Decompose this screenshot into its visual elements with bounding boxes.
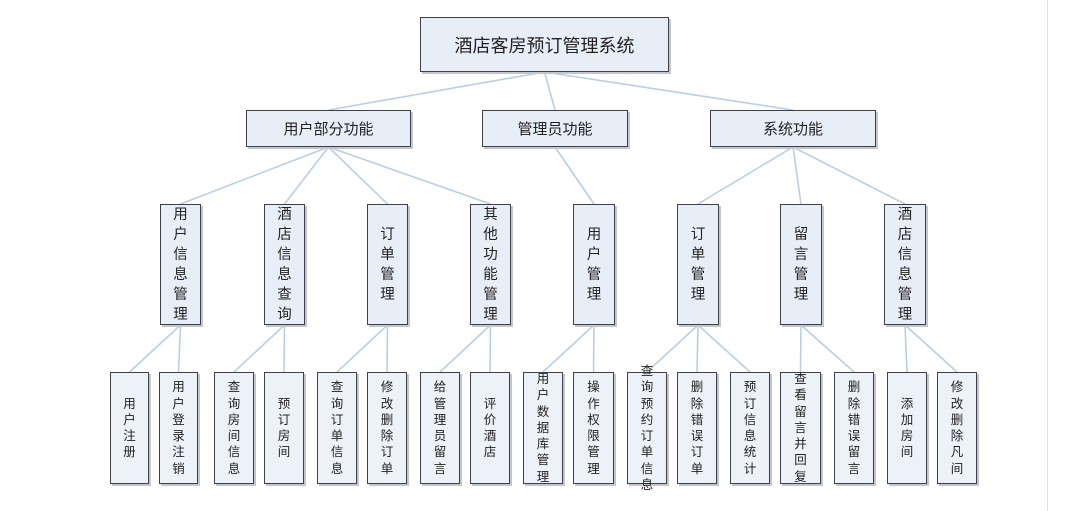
leaf-node-label: 查询预约订单信息 (640, 363, 654, 492)
leaf-node-label: 删除错误留言 (847, 379, 861, 476)
function-node-label: 酒店信息查询 (277, 206, 292, 323)
leaf-node-label: 预订信息统计 (743, 379, 757, 476)
function-node-label: 酒店信息管理 (897, 206, 913, 323)
connector-l2 (177, 324, 182, 373)
leaf-node-l13: 预订信息统计 (730, 372, 770, 484)
connector-l6 (386, 324, 389, 373)
connector-l1 (128, 324, 182, 373)
leaf-node-l7: 给管理员留言 (420, 372, 460, 484)
leaf-node-label: 查询房间信息 (227, 379, 241, 476)
connector-admin (543, 71, 556, 111)
function-node-label: 用户信息管理 (173, 206, 188, 323)
leaf-node-label: 预订房间 (277, 395, 291, 460)
leaf-node-l8: 评价酒店 (470, 372, 510, 484)
connector-l5 (336, 324, 389, 373)
connector-l13 (697, 324, 751, 373)
connector-l14 (799, 324, 802, 373)
function-node-u3: 订单管理 (367, 204, 408, 325)
module-node-label: 用户部分功能 (283, 120, 374, 138)
connector-s2 (792, 146, 802, 205)
leaf-node-l6: 修改删除订单 (367, 372, 407, 484)
connector-l4 (283, 324, 286, 373)
leaf-node-l10: 操作权限管理 (573, 372, 614, 484)
leaf-node-label: 给管理员留言 (433, 379, 447, 476)
connector-u3 (327, 146, 389, 205)
connector-l8 (489, 324, 492, 373)
connector-system (544, 71, 794, 111)
function-node-u1: 用户信息管理 (160, 204, 201, 325)
module-node-label: 系统功能 (762, 120, 823, 138)
module-node-admin: 管理员功能 (482, 110, 628, 147)
leaf-node-label: 修改删除订单 (380, 379, 394, 476)
root-node-label: 酒店客房预订管理系统 (454, 35, 635, 57)
leaf-node-label: 操作权限管理 (587, 379, 600, 476)
leaf-node-label: 添加房间 (900, 395, 914, 460)
module-node-system: 系统功能 (710, 110, 876, 147)
connector-u2 (283, 146, 330, 205)
connector-user (328, 71, 545, 111)
leaf-node-l17: 修改删除凡间 (937, 372, 977, 484)
leaf-node-l2: 用户登录注销 (159, 372, 198, 484)
leaf-node-label: 用户登录注销 (172, 379, 185, 476)
connector-u1 (180, 146, 329, 205)
leaf-node-l11: 查询预约订单信息 (627, 363, 667, 492)
function-node-s1: 订单管理 (677, 204, 719, 325)
leaf-node-l3: 查询房间信息 (214, 372, 254, 484)
function-node-s2: 留言管理 (780, 204, 822, 325)
leaf-node-l16: 添加房间 (887, 372, 927, 484)
function-node-label: 订单管理 (690, 226, 706, 303)
root-node: 酒店客房预订管理系统 (420, 17, 669, 72)
function-node-label: 留言管理 (793, 226, 809, 303)
connector-l12 (696, 324, 699, 373)
leaf-node-l12: 删除错误订单 (677, 372, 717, 484)
connector-l3 (233, 324, 286, 373)
leaf-node-l9: 用户数据库管理 (523, 371, 563, 484)
leaf-node-label: 评价酒店 (483, 395, 497, 460)
connector-l7 (439, 324, 492, 373)
module-node-user: 用户部分功能 (246, 110, 411, 147)
function-node-s3: 酒店信息管理 (884, 204, 926, 325)
function-node-u4: 其他功能管理 (470, 204, 511, 325)
connector-u4 (328, 146, 491, 205)
function-node-u2: 酒店信息查询 (264, 204, 305, 325)
leaf-node-l15: 删除错误留言 (834, 372, 874, 484)
leaf-node-label: 查询订单信息 (330, 379, 344, 476)
connector-a1 (554, 146, 595, 205)
function-node-a1: 用户管理 (573, 204, 615, 325)
leaf-node-label: 查看留言并回复 (794, 371, 807, 484)
function-node-label: 用户管理 (586, 226, 602, 303)
connector-s3 (792, 146, 906, 205)
leaf-node-l5: 查询订单信息 (317, 372, 357, 484)
connector-l15 (800, 324, 855, 373)
page-edge-divider (1047, 0, 1048, 511)
leaf-node-l1: 用户注册 (110, 372, 149, 484)
leaf-node-l14: 查看留言并回复 (780, 371, 821, 484)
leaf-node-l4: 预订房间 (264, 372, 304, 484)
connector-l17 (904, 324, 958, 373)
function-node-label: 其他功能管理 (483, 206, 498, 323)
connector-l16 (904, 324, 908, 373)
connector-l11 (646, 324, 699, 373)
connector-l9 (542, 324, 595, 373)
leaf-node-label: 用户注册 (123, 395, 136, 460)
leaf-node-label: 修改删除凡间 (950, 379, 964, 476)
connector-l10 (592, 324, 595, 373)
connector-s1 (697, 146, 794, 205)
module-node-label: 管理员功能 (517, 120, 593, 138)
leaf-node-label: 删除错误订单 (690, 379, 704, 476)
leaf-node-label: 用户数据库管理 (536, 371, 550, 484)
function-node-label: 订单管理 (380, 226, 395, 303)
